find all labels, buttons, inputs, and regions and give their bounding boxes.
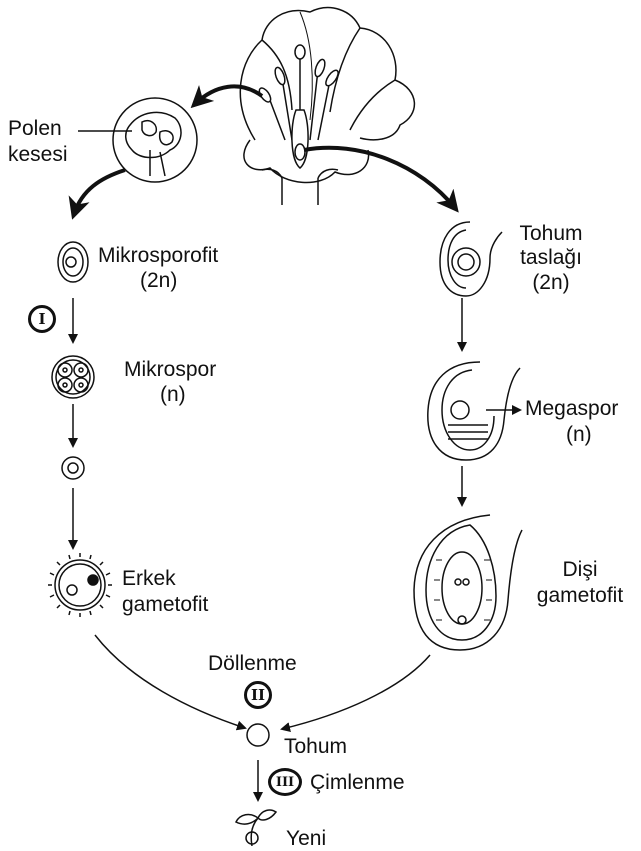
megaspor-label: Megaspor — [525, 397, 618, 421]
single-microspore — [62, 457, 84, 479]
step-three-badge: III — [268, 768, 302, 796]
dollenme-label: Döllenme — [208, 652, 297, 676]
arrow-pollen-sac-to-mikrosporofit — [74, 170, 125, 214]
megaspor-ploidy: (n) — [566, 423, 592, 447]
polen-label: Polen — [8, 117, 62, 141]
tohum-taslagi-ploidy: (2n) — [511, 271, 591, 295]
tohum-taslagi-ovule — [440, 222, 502, 296]
disi-gametofit-ovule — [414, 515, 522, 650]
pollen-sac-illustration — [113, 98, 197, 182]
megaspor-ovule — [428, 362, 520, 460]
gametofit-label-left: gametofit — [122, 593, 208, 617]
step-two-badge: II — [244, 681, 272, 709]
tohum-seed — [247, 724, 269, 746]
mikrosporofit-cell — [58, 242, 88, 282]
erkek-label: Erkek — [122, 567, 176, 591]
flower-illustration — [240, 8, 414, 205]
mikrospor-ploidy: (n) — [160, 383, 186, 407]
kesesi-label: kesesi — [8, 143, 68, 167]
mikrosporofit-label: Mikrosporofit — [98, 244, 218, 268]
tohum-taslagi-label-1: Tohum — [511, 222, 591, 246]
cimlenme-label: Çimlenme — [310, 771, 405, 795]
mikrospor-tetrad — [52, 356, 94, 398]
tohum-label: Tohum — [284, 735, 347, 759]
tohum-taslagi-label-2: taslağı — [511, 246, 591, 270]
disi-label: Dişi — [530, 558, 630, 582]
gametofit-label-right: gametofit — [530, 584, 630, 608]
arrow-erkek-to-tohum — [95, 635, 245, 728]
step-one-badge: I — [28, 305, 56, 333]
yeni-sprout — [236, 810, 276, 846]
mikrospor-label: Mikrospor — [124, 358, 216, 382]
yeni-label: Yeni — [286, 827, 326, 851]
mikrosporofit-ploidy: (2n) — [140, 269, 177, 293]
erkek-gametofit-pollen — [48, 553, 112, 617]
arrow-disi-to-tohum — [282, 655, 430, 729]
